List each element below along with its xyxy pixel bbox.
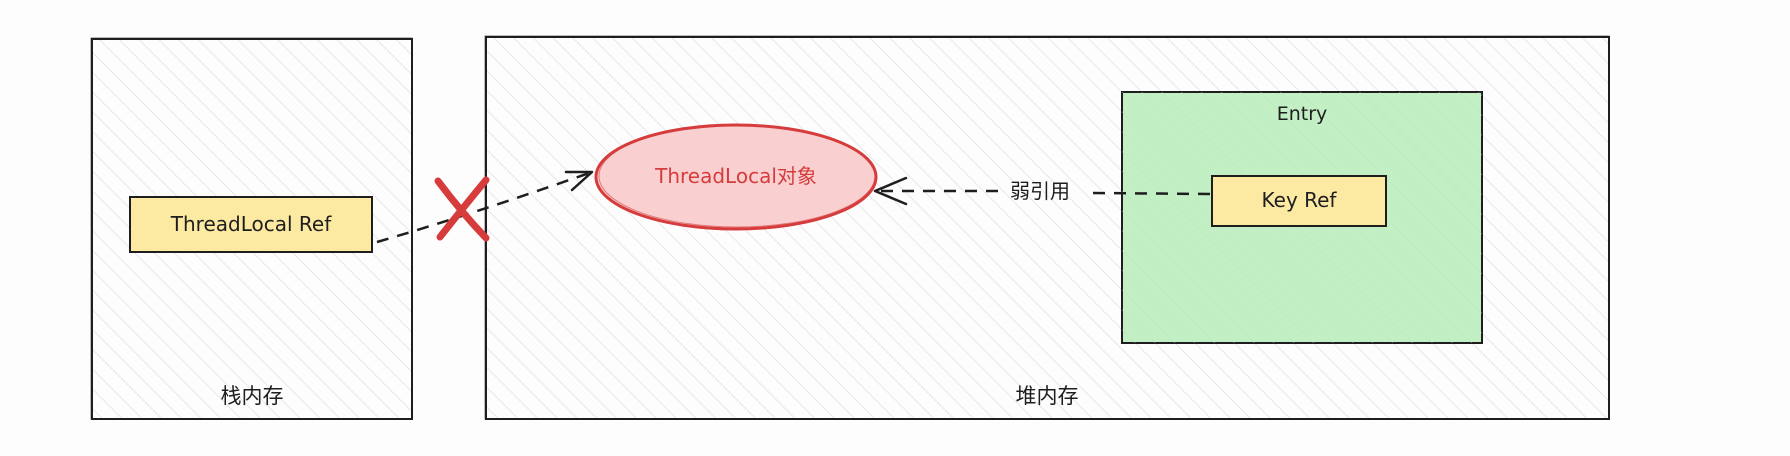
weak-reference-arrow: 弱引用 (873, 176, 1211, 206)
threadlocal-ref-label: ThreadLocal Ref (170, 212, 332, 236)
heap-memory-label: 堆内存 (1016, 384, 1079, 408)
weak-reference-label: 弱引用 (1010, 179, 1070, 203)
threadlocal-object-label: ThreadLocal对象 (654, 164, 817, 188)
strong-reference-arrow (376, 170, 594, 244)
threadlocal-object-node: ThreadLocal对象 (594, 123, 878, 231)
strong-reference-arrowhead (564, 170, 594, 192)
broken-reference-cross-icon (434, 176, 490, 242)
weak-reference-arrowhead (873, 176, 908, 206)
key-ref-node: Key Ref (1211, 175, 1387, 227)
threadlocal-ref-node: ThreadLocal Ref (129, 196, 373, 253)
stack-memory-label: 栈内存 (221, 384, 284, 408)
key-ref-label: Key Ref (1262, 188, 1338, 212)
entry-label: Entry (1277, 103, 1328, 125)
